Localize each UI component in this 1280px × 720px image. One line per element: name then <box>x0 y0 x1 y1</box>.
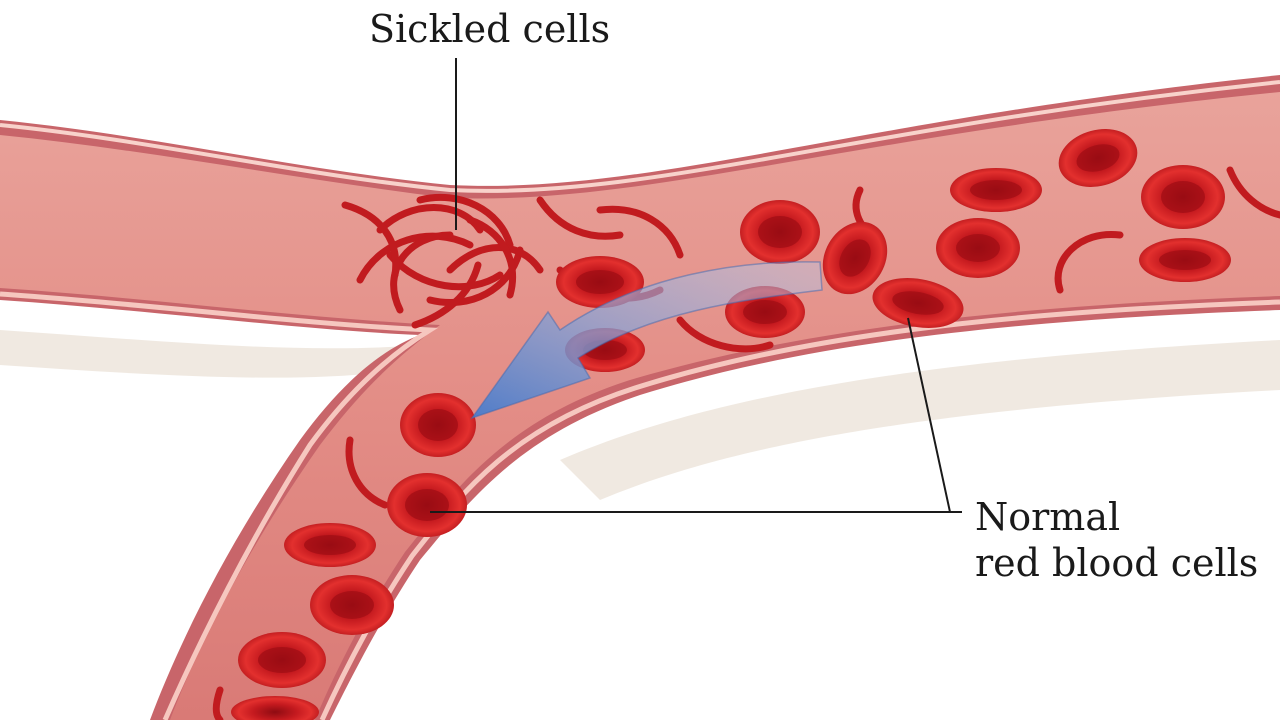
flow-arrow-shaft <box>470 261 823 420</box>
sickle-cell <box>1226 166 1280 219</box>
red-blood-cell <box>1058 129 1138 187</box>
red-blood-cell <box>387 473 467 537</box>
normal-cells-label-line2: red blood cells <box>975 541 1259 585</box>
sickle-cell <box>345 436 389 509</box>
sickle-cell <box>596 205 684 259</box>
sickle-cell <box>426 246 524 307</box>
vessel-highlight-lower <box>0 291 439 720</box>
red-blood-cell <box>238 632 326 688</box>
red-blood-cell <box>950 168 1042 212</box>
red-blood-cell <box>310 575 394 635</box>
red-blood-cell <box>400 393 476 457</box>
red-blood-cell <box>936 218 1020 278</box>
normal-cells-label: Normal red blood cells <box>975 494 1258 586</box>
vessel-highlight <box>0 80 1280 193</box>
sickle-cell <box>386 251 504 291</box>
vessel-shadow <box>0 330 1280 500</box>
sickle-cell <box>676 316 774 353</box>
sickle-cell <box>416 193 514 249</box>
red-blood-cell <box>1141 165 1225 229</box>
sickled-cells-label: Sickled cells <box>369 7 611 51</box>
sickle-cell <box>446 244 544 274</box>
flow-arrow <box>470 261 823 420</box>
red-blood-cell <box>822 221 888 295</box>
sickle-cell <box>466 216 517 299</box>
red-blood-cell <box>556 256 644 308</box>
normal-cells-label-line1: Normal <box>975 495 1121 539</box>
red-blood-cell <box>284 523 376 567</box>
sickle-cell <box>212 686 224 720</box>
sickle-cell <box>341 201 400 279</box>
red-blood-cell <box>1139 238 1231 282</box>
sickle-cell <box>1054 230 1124 294</box>
sickle-cell <box>356 232 474 284</box>
red-blood-cell <box>231 696 319 720</box>
sickle-cell <box>411 261 482 329</box>
sickle-cell <box>536 196 624 240</box>
red-blood-cell <box>740 200 820 264</box>
normal-red-blood-cells <box>231 129 1231 720</box>
sickle-cell <box>390 231 454 314</box>
leader-lines <box>430 58 962 513</box>
red-blood-cell <box>872 278 964 328</box>
